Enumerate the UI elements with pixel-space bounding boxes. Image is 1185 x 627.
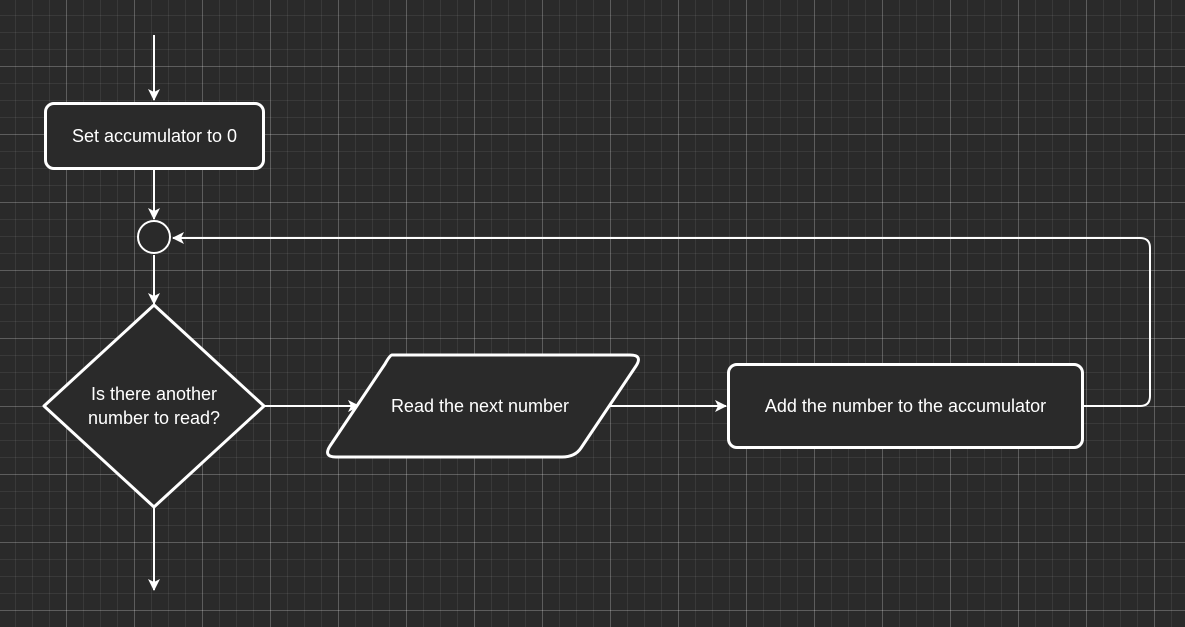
decision-node-label: Is there another number to read? (87, 384, 221, 428)
edge-process-to-junction (172, 232, 1151, 407)
decision-node[interactable] (42, 303, 266, 509)
start-node[interactable] (44, 102, 265, 170)
process-node[interactable] (727, 363, 1084, 449)
start-node-label: Set accumulator to 0 (71, 126, 238, 146)
input-node[interactable] (326, 353, 640, 459)
junction-node[interactable] (137, 220, 171, 254)
process-node-label: Add the number to the accumulator (764, 396, 1047, 416)
input-node-label: Read the next number (390, 396, 570, 416)
